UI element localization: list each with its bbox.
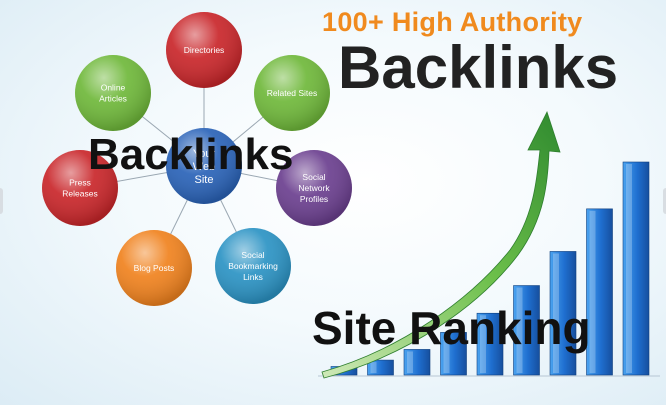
overlay-site-ranking-label: Site Ranking [312,302,591,354]
ranking-bar [440,332,467,376]
node-label: Social [241,250,264,260]
ranking-bar [549,251,577,376]
node-label: Network [298,183,330,193]
hub-label: Site [195,174,214,186]
ranking-bar [367,359,394,376]
node-directories: Directories [166,12,242,88]
right-edge-handle [663,188,666,214]
node-blog-posts: Blog Posts [116,230,192,306]
ranking-bar [513,285,540,376]
node-label: Links [243,272,263,282]
node-label: Bookmarking [228,261,278,271]
headline-main: Backlinks [338,34,619,101]
node-related-sites: Related Sites [254,55,330,131]
ranking-bar [622,161,650,376]
ranking-bar [586,208,613,376]
ranking-bars [318,161,660,377]
node-label: Releases [62,189,97,199]
headline-top: 100+ High Authority [322,7,583,37]
node-label: Blog Posts [134,263,175,273]
ranking-bar [476,312,504,376]
node-label: Articles [99,94,127,104]
node-label: Related Sites [267,88,318,98]
ranking-bar [403,349,431,376]
growth-arrow-icon [321,110,561,379]
node-label: Directories [184,45,225,55]
node-label: Online [101,83,126,93]
hub-label: Web [193,161,215,173]
overlay-backlinks-label: Backlinks [88,130,294,179]
hub-label: Your [193,148,216,160]
node-label: Social [302,172,325,182]
node-label: Press [69,178,91,188]
node-label: Profiles [300,194,328,204]
left-edge-handle [0,188,3,214]
